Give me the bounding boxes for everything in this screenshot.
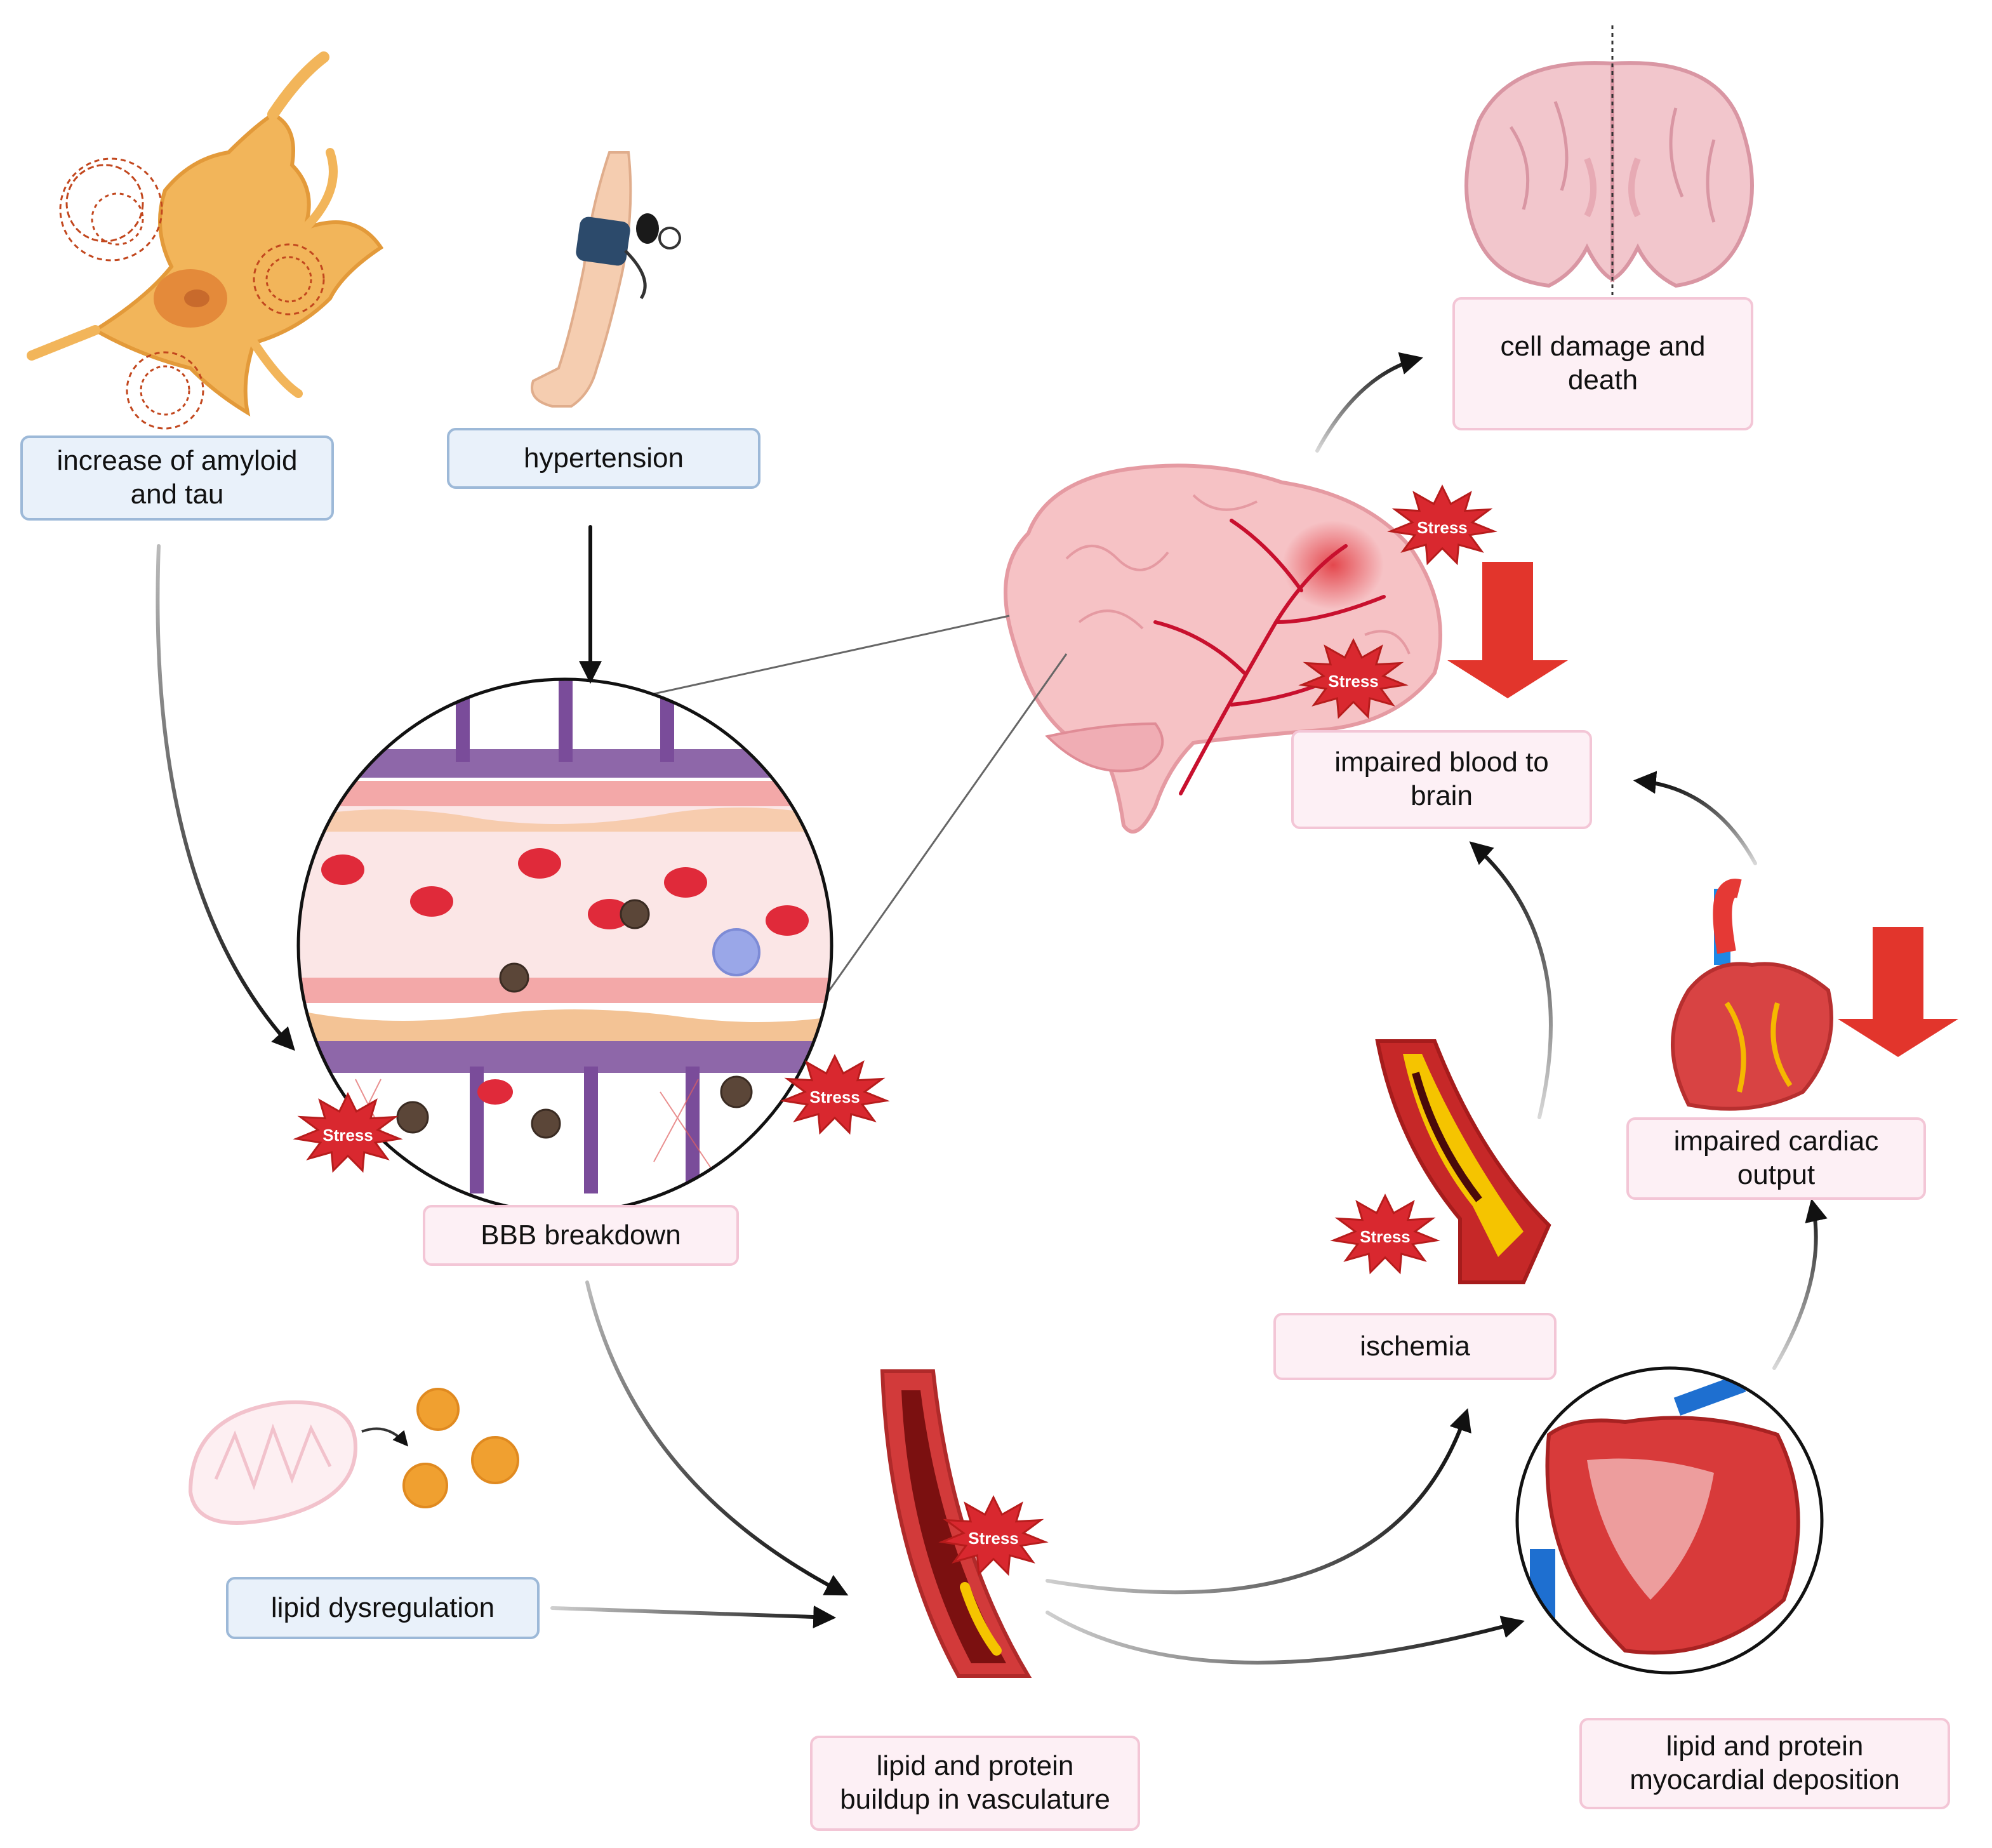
stress-starburst [293, 1092, 403, 1173]
heart-illustration [1671, 879, 1833, 1111]
decrease-arrow-brain [1447, 562, 1568, 698]
node-amyloid-tau: increase of amyloid and tau [20, 435, 334, 521]
stress-badge-bbb-right: Stress [780, 1054, 890, 1135]
node-cell-damage-death: cell damage and death [1452, 297, 1753, 430]
arrow-amyloid-to-bbb [156, 544, 295, 1051]
stress-badge-ischemia: Stress [1330, 1193, 1440, 1275]
stress-badge-brain-upper: Stress [1387, 484, 1497, 566]
node-bbb-breakdown: BBB breakdown [423, 1205, 739, 1266]
node-impaired-cardiac-output: impaired cardiac output [1626, 1117, 1926, 1200]
stress-badge-bbb-left: Stress [293, 1092, 403, 1173]
stress-label: Stress [1328, 672, 1379, 691]
stress-label: Stress [322, 1126, 373, 1145]
node-lipid-dysregulation: lipid dysregulation [226, 1577, 540, 1639]
arrow-buildup-to-myocardial [1046, 1611, 1525, 1665]
ischemia-vessel-illustration [1375, 1039, 1551, 1284]
stress-badge-artery: Stress [938, 1495, 1049, 1576]
stress-starburst [938, 1495, 1049, 1576]
stress-label: Stress [968, 1529, 1019, 1548]
stress-label: Stress [809, 1087, 860, 1107]
arrow-bbb-to-buildup [585, 1280, 849, 1596]
heart-section-illustration [1515, 1366, 1824, 1675]
arrow-ischemia-to-blood [1469, 841, 1553, 1119]
arrow-brain-to-cell-damage [1315, 352, 1423, 453]
stress-badge-brain-lower: Stress [1298, 638, 1409, 719]
blood-pressure-arm-illustration [531, 151, 681, 408]
node-myocardial-deposition: lipid and protein myocardial deposition [1579, 1718, 1950, 1809]
node-ischemia: ischemia [1273, 1313, 1557, 1380]
node-impaired-blood-to-brain: impaired blood to brain [1291, 730, 1592, 829]
arrow-cardiac-to-blood [1633, 771, 1757, 865]
stress-label: Stress [1417, 518, 1468, 537]
brain-section-illustration [1464, 25, 1754, 295]
mitochondrion-illustration [188, 1388, 519, 1525]
arrow-lipid-to-buildup [550, 1605, 837, 1629]
stress-starburst [1330, 1193, 1440, 1275]
stress-starburst [1298, 638, 1409, 719]
arrow-myocardial-to-cardiac [1772, 1198, 1828, 1370]
node-hypertension: hypertension [447, 428, 760, 489]
node-lipid-protein-buildup: lipid and protein buildup in vasculature [810, 1736, 1140, 1831]
stress-starburst [1387, 484, 1497, 566]
brain-illustration [1004, 463, 1442, 834]
connector-arrows [156, 352, 1828, 1665]
neuron-illustration [27, 51, 384, 430]
arrow-buildup-to-ischemia [1046, 1408, 1471, 1595]
stress-starburst [780, 1054, 890, 1135]
decrease-arrow-heart [1838, 927, 1958, 1057]
stress-label: Stress [1360, 1227, 1411, 1246]
